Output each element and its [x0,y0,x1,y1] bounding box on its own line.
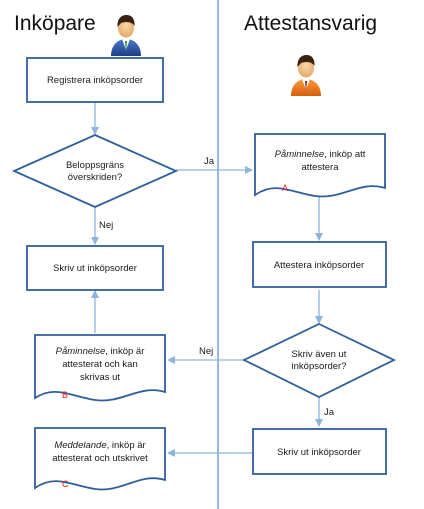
edge-label-nej-1: Nej [99,220,113,231]
document-message-c-rest: , inköp är [107,440,146,451]
process-register-order: Registrera inköpsorder [26,57,164,103]
document-message-c-line1: Meddelande, inköp är [54,440,145,451]
document-reminder-a-line1: Påminnelse, inköp att [275,149,366,160]
lane-title-inkopare: Inköpare [14,12,96,35]
document-reminder-a-rest: , inköp att [324,149,366,160]
process-print-order-right: Skriv ut inköpsorder [252,428,387,475]
edge-label-nej-2: Nej [199,346,213,357]
document-reminder-b-rest: , inköp är [105,346,144,357]
decision-amount-limit: Beloppsgräns överskriden? [11,134,179,208]
decision-also-print-line2: inköpsorder? [292,361,347,372]
document-reminder-b-line3: skrivas ut [80,372,120,383]
edge-label-ja-1: Ja [204,156,215,167]
document-reminder-b: Påminnelse, inköp är attesterat och kan … [34,334,166,402]
process-print-order-left: Skriv ut inköpsorder [26,245,164,291]
process-approve-order: Attestera inköpsorder [252,241,387,288]
decision-amount-limit-line1: Beloppsgräns [66,160,124,171]
edge-label-ja-2: Ja [324,407,335,418]
document-reminder-a: Påminnelse, inköp att attestera A [254,133,386,198]
document-reminder-a-emph: Påminnelse [275,149,325,160]
lane-title-attestansvarig: Attestansvarig [244,12,377,35]
process-print-order-right-label: Skriv ut inköpsorder [277,447,361,458]
document-message-c-marker: C [62,479,69,489]
process-register-order-label: Registrera inköpsorder [47,75,143,86]
approver-avatar-icon [291,55,321,96]
purchaser-avatar-icon [111,15,141,56]
decision-also-print: Skriv även ut inköpsorder? [241,323,397,399]
decision-amount-limit-line2: överskriden? [68,172,122,183]
document-message-c-line2: attesterat och utskrivet [52,453,148,464]
process-approve-order-label: Attestera inköpsorder [274,260,364,271]
document-reminder-a-marker: A [282,183,288,193]
document-message-c-emph: Meddelande [54,440,106,451]
document-reminder-b-line2: attesterat och kan [62,359,138,370]
document-reminder-b-emph: Påminnelse [56,346,106,357]
process-print-order-left-label: Skriv ut inköpsorder [53,263,137,274]
decision-also-print-line1: Skriv även ut [292,349,347,360]
document-message-c: Meddelande, inköp är attesterat och utsk… [34,427,166,491]
document-reminder-b-marker: B [62,390,68,400]
document-reminder-b-line1: Påminnelse, inköp är [56,346,145,357]
document-reminder-a-line2: attestera [302,162,340,173]
